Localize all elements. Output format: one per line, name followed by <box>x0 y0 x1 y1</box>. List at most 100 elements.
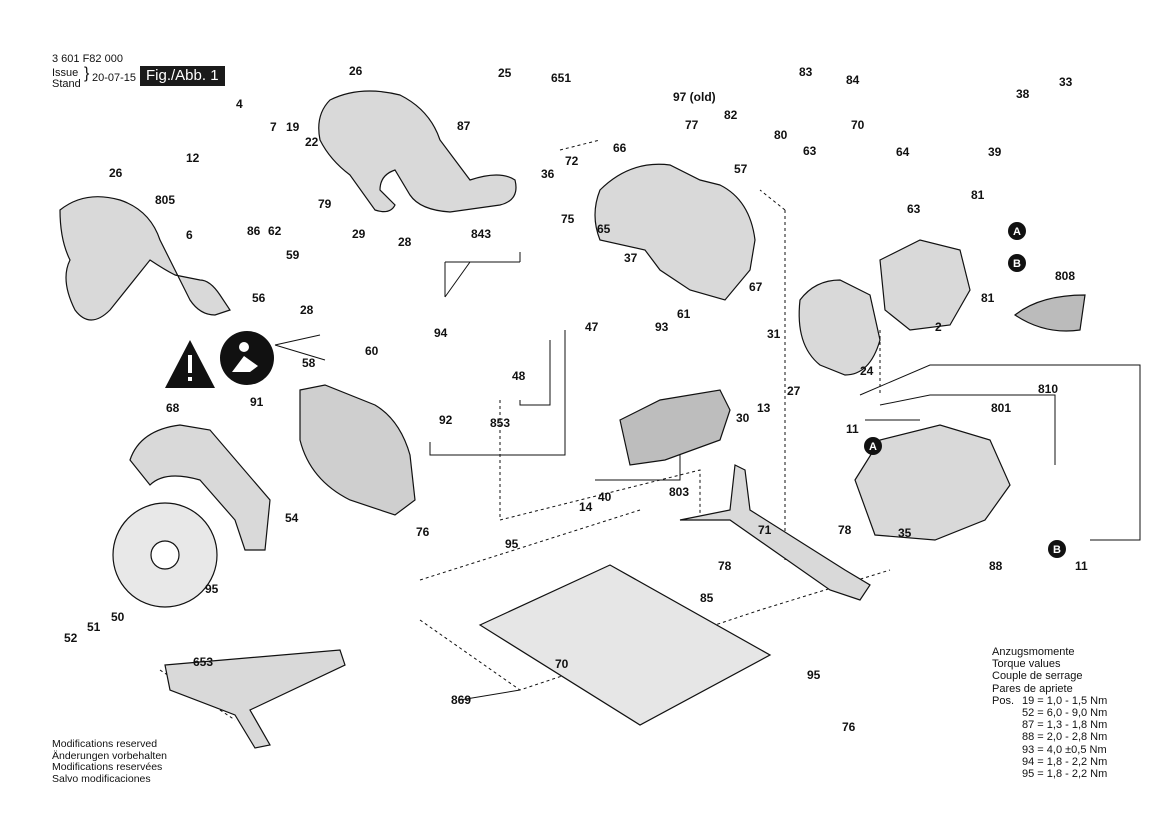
figure-badge: Fig./Abb. 1 <box>140 66 225 86</box>
label-65: 65 <box>597 222 611 236</box>
torque-row: 88 = 2,0 - 2,8 Nm <box>1022 731 1108 744</box>
upper-guard-shape <box>129 424 271 551</box>
motor-housing-shape <box>594 163 756 301</box>
label-76a: 76 <box>416 525 430 539</box>
label-50: 50 <box>111 610 125 624</box>
label-47: 47 <box>585 320 599 334</box>
label-19: 19 <box>286 120 300 134</box>
label-84: 84 <box>846 73 860 87</box>
label-93: 93 <box>655 320 669 334</box>
torque-pos-label: Pos. <box>992 694 1015 707</box>
label-651: 651 <box>551 71 571 85</box>
label-843: 843 <box>471 227 491 241</box>
footer-line: Modifications reserved <box>52 738 158 750</box>
label-81a: 81 <box>971 188 985 202</box>
marker-b1: B <box>1013 258 1021 270</box>
label-86: 86 <box>247 224 261 238</box>
motor-body-shape <box>854 424 1011 541</box>
label-12: 12 <box>186 151 200 165</box>
label-22: 22 <box>305 135 319 149</box>
marker-b2: B <box>1053 544 1061 556</box>
label-803: 803 <box>669 485 689 499</box>
label-85: 85 <box>700 591 714 605</box>
label-24: 24 <box>860 364 874 378</box>
label-653: 653 <box>193 655 213 669</box>
label-39: 39 <box>988 145 1002 159</box>
label-56: 56 <box>252 291 266 305</box>
label-35: 35 <box>898 526 912 540</box>
label-37: 37 <box>624 251 638 265</box>
connection-markers: A B A B <box>864 222 1066 558</box>
label-29: 29 <box>352 227 366 241</box>
label-83: 83 <box>799 65 813 79</box>
torque-row: 87 = 1,3 - 1,8 Nm <box>1022 719 1108 732</box>
label-82: 82 <box>724 108 738 122</box>
torque-row: 93 = 4,0 ±0,5 Nm <box>1022 743 1107 756</box>
label-26a: 26 <box>109 166 123 180</box>
label-70a: 70 <box>851 118 865 132</box>
label-60: 60 <box>365 344 379 358</box>
label-11a: 11 <box>846 422 859 436</box>
label-66: 66 <box>613 141 627 155</box>
lower-guard-shape <box>299 384 416 516</box>
pad-shape <box>1013 294 1086 332</box>
label-71: 71 <box>758 523 772 537</box>
footer-line: Änderungen vorbehalten <box>52 749 168 762</box>
label-27: 27 <box>787 384 801 398</box>
label-26b: 26 <box>349 64 363 78</box>
label-79: 79 <box>318 197 332 211</box>
label-810: 810 <box>1038 382 1058 396</box>
stand-label: Stand <box>52 78 81 90</box>
label-63a: 63 <box>803 144 817 158</box>
label-67: 67 <box>749 280 763 294</box>
label-72: 72 <box>565 154 579 168</box>
label-91: 91 <box>250 395 264 409</box>
label-59: 59 <box>286 248 300 262</box>
label-58: 58 <box>302 356 316 370</box>
label-61: 61 <box>677 307 691 321</box>
label-14: 14 <box>579 500 593 514</box>
label-80: 80 <box>774 128 788 142</box>
rip-fence-shape <box>679 464 871 601</box>
label-6: 6 <box>186 228 193 242</box>
footer-line: Salvo modificaciones <box>52 772 151 785</box>
label-88: 88 <box>989 559 1003 573</box>
label-76b: 76 <box>842 720 856 734</box>
label-87: 87 <box>457 119 471 133</box>
label-92: 92 <box>439 413 453 427</box>
label-869: 869 <box>451 693 471 707</box>
issue-date: 20-07-15 <box>92 72 137 84</box>
fan-housing-shape <box>798 279 881 376</box>
label-95a: 95 <box>505 537 519 551</box>
torque-title-en: Torque values <box>992 658 1061 671</box>
part-number: 3 601 F82 000 <box>52 53 123 65</box>
label-28b: 28 <box>300 303 314 317</box>
label-7: 7 <box>270 120 277 134</box>
read-manual-icon <box>220 331 274 385</box>
label-808: 808 <box>1055 269 1075 283</box>
label-13: 13 <box>757 401 771 415</box>
label-36: 36 <box>541 167 555 181</box>
label-78a: 78 <box>838 523 852 537</box>
label-4: 4 <box>236 97 243 111</box>
warning-triangle-icon <box>165 340 215 388</box>
label-801: 801 <box>991 401 1011 415</box>
issue-label: Issue <box>52 67 79 79</box>
part-labels: 4 7 19 22 12 26 805 6 79 86 62 59 29 28 … <box>64 64 1088 734</box>
field-coil-shape <box>879 239 971 331</box>
label-64: 64 <box>896 145 910 159</box>
base-plate-shape <box>478 564 772 726</box>
label-68: 68 <box>166 401 180 415</box>
torque-title-de: Anzugsmomente <box>992 646 1075 658</box>
brace: } <box>84 65 90 82</box>
torque-row: 19 = 1,0 - 1,5 Nm <box>1022 694 1108 707</box>
label-95b: 95 <box>205 582 219 596</box>
label-62: 62 <box>268 224 282 238</box>
label-28a: 28 <box>398 235 412 249</box>
label-63b: 63 <box>907 202 921 216</box>
label-25: 25 <box>498 66 512 80</box>
label-77: 77 <box>685 118 699 132</box>
label-31: 31 <box>767 327 781 341</box>
torque-title-fr: Couple de serrage <box>992 670 1083 683</box>
